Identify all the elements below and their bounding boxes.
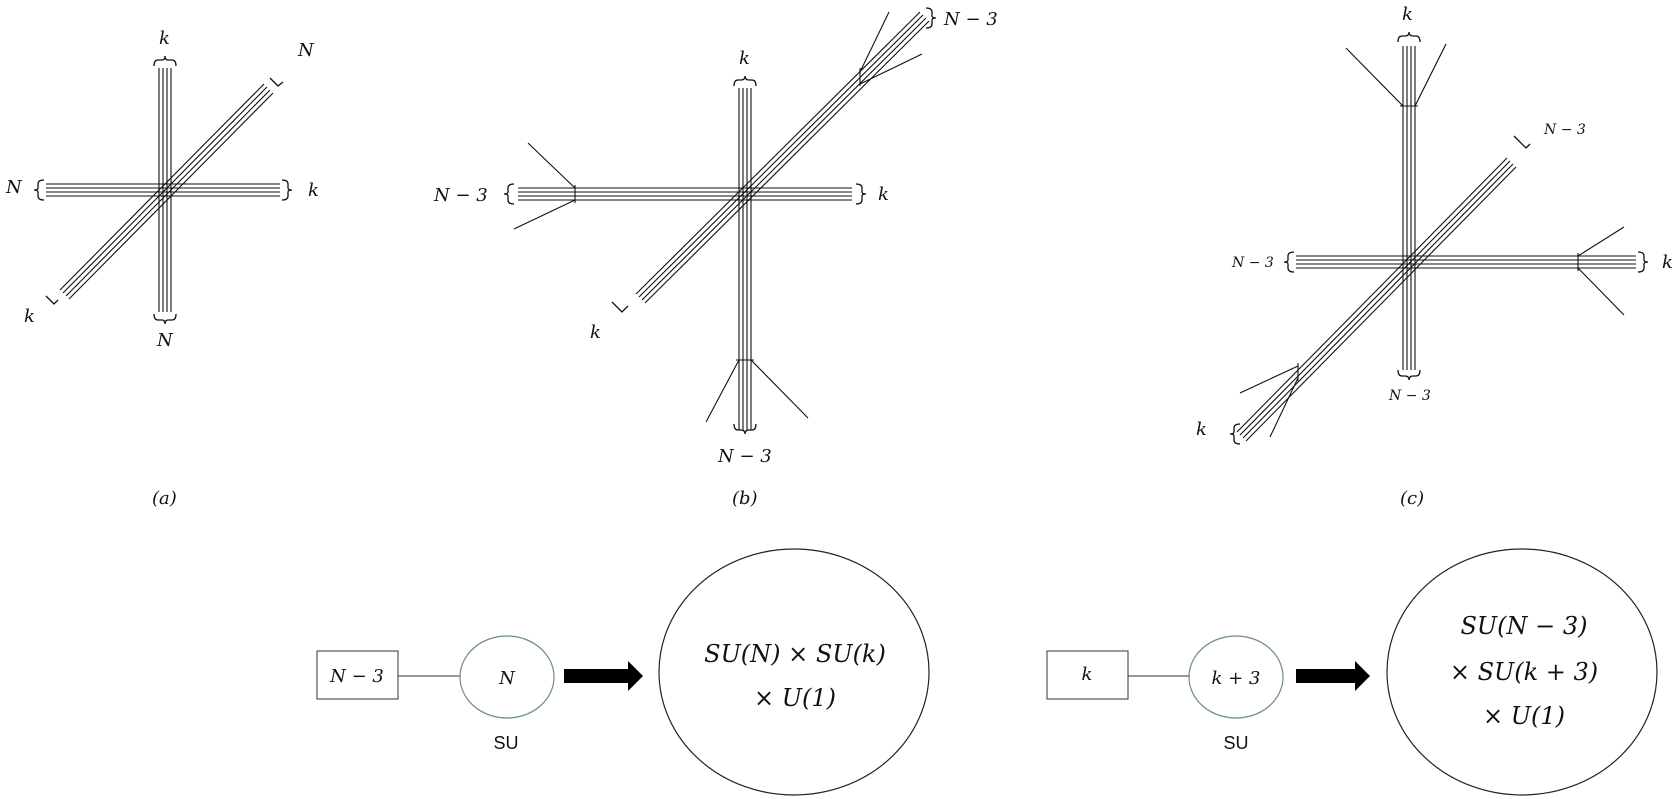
- diagonal-stack-b: [635, 11, 930, 304]
- gauge-node-left-label: N: [498, 668, 516, 689]
- flavor-node-left: [316, 650, 399, 700]
- label-right-a: k: [308, 180, 319, 201]
- bracket-right-a: [281, 179, 293, 201]
- gauge-node-right-label: k + 3: [1212, 668, 1261, 689]
- quiver-left: N − 3 N SU SU(N) × SU(k) × U(1): [316, 548, 930, 796]
- label-ne-b: N − 3: [943, 9, 998, 30]
- arrow-left: [564, 661, 643, 691]
- bracket-bottom-c: [1397, 369, 1421, 381]
- result-right-line-2: × SU(k + 3): [1450, 658, 1598, 686]
- flavor-node-right-label: k: [1082, 664, 1093, 685]
- brane-web-c: k N − 3 N − 3 k k N − 3: [1196, 4, 1673, 445]
- flavor-node-left-label: N − 3: [329, 666, 384, 687]
- bracket-top-b: [733, 75, 757, 87]
- gauge-node-left: [459, 635, 555, 719]
- bracket-bottom-a: [153, 313, 177, 325]
- label-sw-b: k: [590, 322, 601, 343]
- label-left-a: N: [5, 177, 23, 198]
- diagonal-stack-a: [59, 83, 274, 300]
- label-top-c: k: [1402, 4, 1413, 25]
- bracket-right-b: [855, 183, 867, 205]
- bracket-ne-a: [269, 77, 284, 87]
- brane-web-a: k N N k k N: [5, 28, 319, 351]
- result-circle-right: [1386, 548, 1658, 796]
- result-right-line-1: SU(N − 3): [1460, 612, 1587, 640]
- result-circle-left: [658, 548, 930, 796]
- horizontal-stack-b: [518, 185, 852, 203]
- brane-web-b: k N − 3 N − 3 k k N − 3: [433, 7, 998, 467]
- result-left-line-1: SU(N) × SU(k): [704, 640, 886, 668]
- bracket-ne-b: [925, 7, 937, 29]
- gauge-type-left: SU: [493, 733, 518, 753]
- bracket-left-b: [503, 183, 515, 205]
- bracket-bottom-b: [733, 423, 757, 435]
- gauge-type-right: SU: [1223, 733, 1248, 753]
- flavor-node-right: [1046, 650, 1129, 700]
- quiver-right: k k + 3 SU SU(N − 3) × SU(k + 3) × U(1): [1046, 548, 1658, 796]
- bracket-left-c: [1283, 251, 1295, 273]
- bracket-right-c: [1637, 251, 1649, 273]
- label-right-b: k: [878, 184, 889, 205]
- label-left-c: N − 3: [1231, 255, 1274, 271]
- bracket-top-a: [153, 55, 177, 67]
- bracket-ne-c: [1513, 135, 1531, 149]
- caption-a: (a): [152, 488, 177, 509]
- result-left-line-2: × U(1): [754, 684, 836, 712]
- label-bottom-a: N: [156, 330, 174, 351]
- label-sw-a: k: [24, 306, 35, 327]
- label-top-a: k: [159, 28, 170, 49]
- vertical-stack-b: [736, 88, 754, 430]
- junction-branches-c: [1239, 43, 1625, 438]
- bracket-sw-b: [611, 301, 629, 313]
- label-ne-c: N − 3: [1543, 122, 1586, 138]
- bracket-top-c: [1397, 31, 1421, 43]
- bracket-left-a: [33, 179, 45, 201]
- diagonal-stack-c: [1236, 157, 1517, 442]
- arrow-right: [1296, 661, 1370, 691]
- caption-b: (b): [732, 488, 758, 509]
- bracket-sw-a: [45, 295, 59, 305]
- label-top-b: k: [739, 48, 750, 69]
- result-right-line-3: × U(1): [1483, 702, 1565, 730]
- label-left-b: N − 3: [433, 185, 488, 206]
- label-bottom-b: N − 3: [717, 446, 772, 467]
- gauge-node-right: [1188, 635, 1284, 719]
- vertical-stack-c: [1400, 46, 1418, 370]
- junction-branches-b: [513, 11, 923, 423]
- label-bottom-c: N − 3: [1388, 388, 1431, 404]
- label-right-c: k: [1662, 252, 1673, 273]
- horizontal-stack-c: [1296, 253, 1636, 271]
- label-ne-a: N: [297, 40, 315, 61]
- label-sw-c: k: [1196, 419, 1207, 440]
- bracket-sw-c: [1229, 423, 1241, 445]
- caption-c: (c): [1400, 488, 1424, 509]
